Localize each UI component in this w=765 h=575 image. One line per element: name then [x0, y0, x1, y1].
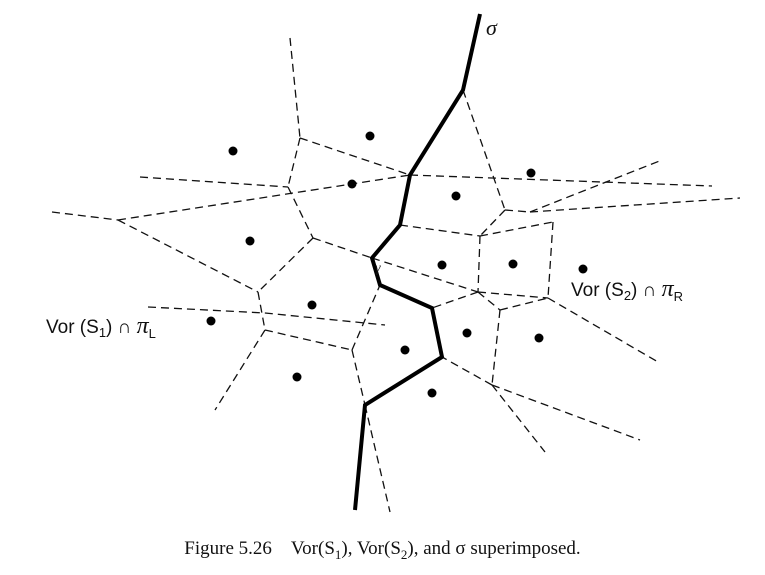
voronoi-edge — [462, 89, 506, 211]
voronoi-edge — [491, 309, 501, 386]
voronoi-edge — [287, 186, 314, 239]
voronoi-edge — [299, 137, 411, 176]
voronoi-edges — [51, 37, 741, 513]
voronoi-edge — [51, 211, 119, 221]
gamma-label: γ — [375, 261, 381, 276]
figure-caption: Figure 5.26 Vor(S1), Vor(S2), and σ supe… — [0, 538, 765, 563]
voronoi-edge — [287, 137, 301, 188]
site-point — [508, 259, 518, 269]
voronoi-edge — [491, 384, 546, 453]
voronoi-edge — [117, 219, 259, 293]
vor-s2-label: Vor (S2) ∩ πR — [571, 276, 683, 304]
voronoi-edge — [441, 356, 493, 386]
sites — [206, 131, 588, 398]
site-point — [307, 300, 317, 310]
voronoi-edge — [477, 291, 501, 311]
voronoi-edge — [264, 329, 353, 351]
voronoi-edge — [431, 291, 479, 309]
voronoi-edge — [477, 291, 549, 299]
site-point — [578, 264, 588, 274]
voronoi-edge — [214, 329, 266, 411]
site-point — [228, 146, 238, 156]
voronoi-edge — [499, 297, 549, 311]
voronoi-edge — [399, 224, 481, 237]
voronoi-edge — [351, 284, 381, 351]
site-point — [365, 131, 375, 141]
voronoi-edge — [147, 306, 386, 326]
site-point — [206, 316, 216, 326]
voronoi-edge — [491, 384, 641, 441]
voronoi-edge — [371, 257, 479, 293]
voronoi-edge — [257, 237, 314, 293]
voronoi-edge — [364, 404, 391, 513]
caption-sub: 2 — [400, 546, 408, 562]
caption-text-part: Vor(S — [290, 538, 335, 559]
caption-text-part: ), Vor(S — [341, 538, 401, 559]
site-point — [245, 236, 255, 246]
voronoi-edge — [547, 297, 659, 363]
voronoi-edge — [117, 174, 411, 221]
figure-number: Figure 5.26 — [184, 538, 272, 559]
vor-s1-label: Vor (S1) ∩ πL — [46, 313, 156, 341]
sigma-chain — [353, 13, 482, 511]
voronoi-edge — [351, 349, 366, 406]
sigma-label: σ — [486, 15, 498, 40]
voronoi-edge — [312, 237, 373, 259]
site-point — [427, 388, 437, 398]
caption-text-part: ), and σ superimposed. — [407, 538, 581, 559]
site-point — [292, 372, 302, 382]
site-point — [437, 260, 447, 270]
site-point — [462, 328, 472, 338]
voronoi-edge — [289, 37, 301, 139]
voronoi-edge — [547, 221, 554, 299]
site-point — [400, 345, 410, 355]
voronoi-edge — [529, 197, 741, 213]
voronoi-edge — [504, 209, 531, 213]
caption-sub: 1 — [334, 546, 342, 562]
site-point — [526, 168, 536, 178]
site-point — [534, 333, 544, 343]
site-point — [347, 179, 357, 189]
voronoi-edge — [409, 174, 713, 187]
voronoi-edge — [477, 235, 481, 293]
site-point — [451, 191, 461, 201]
voronoi-edge — [479, 209, 506, 237]
voronoi-edge — [529, 159, 663, 213]
voronoi-edge — [257, 291, 266, 331]
voronoi-edge — [139, 176, 289, 188]
